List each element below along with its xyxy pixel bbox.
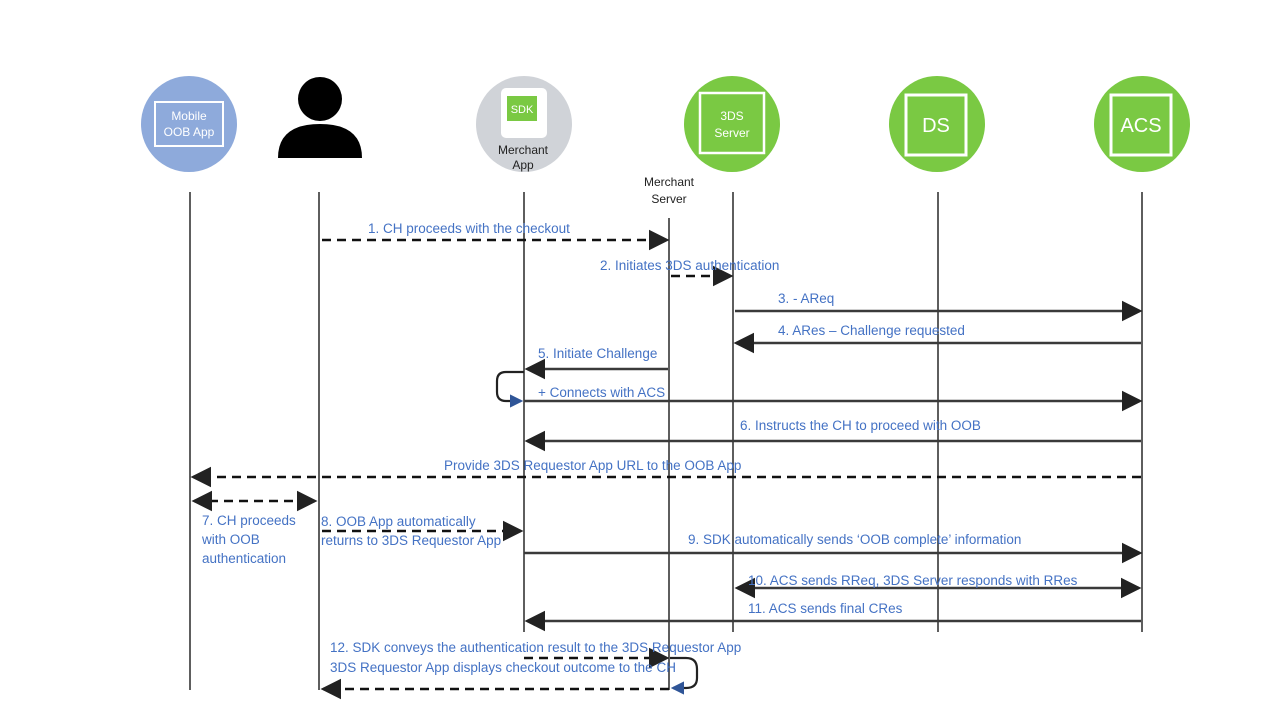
acs-circle	[1094, 76, 1190, 172]
3ds-server-frame	[698, 91, 766, 155]
message-6b-label: Provide 3DS Requestor App URL to the OOB…	[444, 458, 741, 473]
actor-mobile-oob-app: Mobile OOB App	[141, 76, 237, 172]
merchant-server-label-2: Server	[651, 192, 686, 206]
ds-label: DS	[922, 115, 950, 137]
message-12-label-2: 3DS Requestor App displays checkout outc…	[330, 660, 676, 675]
acs-label: ACS	[1120, 115, 1161, 137]
3ds-server-label-2: Server	[714, 126, 749, 140]
message-1-label: 1. CH proceeds with the checkout	[368, 221, 570, 236]
message-6b: Provide 3DS Requestor App URL to the OOB…	[190, 458, 1141, 488]
person-icon	[278, 77, 362, 158]
message-7: 7. CH proceeds with OOB authentication	[191, 490, 318, 566]
message-2: 2. Initiates 3DS authentication	[600, 258, 779, 287]
message-11-label: 11. ACS sends final CRes	[748, 601, 903, 616]
message-1: 1. CH proceeds with the checkout	[322, 221, 670, 251]
message-8: 8. OOB App automatically returns to 3DS …	[321, 514, 524, 548]
message-8-label-2: returns to 3DS Requestor App	[321, 533, 501, 548]
ds-frame	[904, 93, 968, 157]
actor-acs: ACS	[1094, 76, 1190, 172]
message-3-label: 3. - AReq	[778, 291, 834, 306]
message-5-label: 5. Initiate Challenge	[538, 346, 657, 361]
message-7-label-1: 7. CH proceeds	[202, 513, 296, 528]
self-loop-merchant-app	[495, 370, 524, 408]
message-9: 9. SDK automatically sends ‘OOB complete…	[524, 532, 1143, 564]
acs-frame	[1109, 93, 1173, 157]
message-4-label: 4. ARes – Challenge requested	[778, 323, 965, 338]
message-6: 6. Instructs the CH to proceed with OOB	[524, 418, 1141, 452]
sdk-label: SDK	[511, 104, 534, 116]
3ds-server-label-1: 3DS	[720, 109, 743, 123]
message-10: 10. ACS sends RReq, 3DS Server responds …	[734, 573, 1142, 599]
sdk-icon	[507, 96, 537, 121]
message-3: 3. - AReq	[735, 291, 1143, 322]
message-7-label-2: with OOB	[201, 532, 260, 547]
3ds-server-circle	[684, 76, 780, 172]
mobile-oob-app-label-1: Mobile	[171, 109, 207, 123]
mobile-oob-app-label-2: OOB App	[164, 125, 215, 139]
merchant-app-label-1: Merchant	[498, 143, 549, 157]
message-12-label-1: 12. SDK conveys the authentication resul…	[330, 640, 741, 655]
mobile-oob-app-frame	[154, 101, 224, 147]
message-5b: + Connects with ACS	[524, 385, 1143, 412]
message-6-label: 6. Instructs the CH to proceed with OOB	[740, 418, 981, 433]
message-4: 4. ARes – Challenge requested	[733, 323, 1141, 354]
message-12: 12. SDK conveys the authentication resul…	[320, 640, 741, 700]
ds-circle	[889, 76, 985, 172]
message-7-label-3: authentication	[202, 551, 286, 566]
message-8-label-1: 8. OOB App automatically	[321, 514, 476, 529]
message-5: 5. Initiate Challenge	[524, 346, 668, 380]
message-11: 11. ACS sends final CRes	[524, 601, 1141, 632]
message-10-label: 10. ACS sends RReq, 3DS Server responds …	[748, 573, 1078, 588]
message-2-label: 2. Initiates 3DS authentication	[600, 258, 779, 273]
message-5b-label: + Connects with ACS	[538, 385, 665, 400]
actor-merchant-server: Merchant Server	[644, 175, 695, 206]
actor-3ds-server: 3DS Server	[684, 76, 780, 172]
mobile-oob-app-circle	[141, 76, 237, 172]
actor-merchant-app: SDK Merchant App	[476, 76, 572, 172]
actor-ds: DS	[889, 76, 985, 172]
message-9-label: 9. SDK automatically sends ‘OOB complete…	[688, 532, 1021, 547]
merchant-server-label-1: Merchant	[644, 175, 695, 189]
merchant-app-label-2: App	[512, 158, 534, 172]
